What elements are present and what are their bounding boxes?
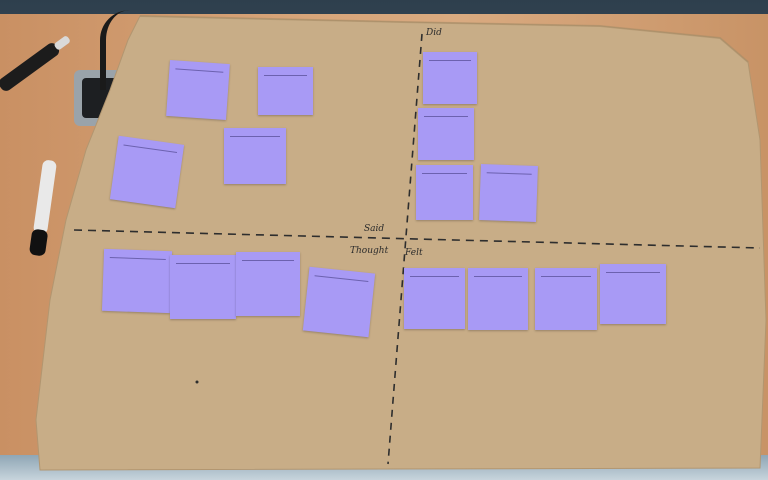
sticky-note [302,266,376,338]
sticky-note [468,268,528,330]
paper-shape [35,15,767,471]
paper-fold-shadow [139,15,749,63]
pen-dot [195,380,199,384]
sticky-note [404,268,465,329]
axis-label-felt: Felt [405,248,423,258]
sticky-note [236,252,300,316]
cable [100,10,136,90]
sticky-note [600,264,666,324]
sticky-note [224,128,286,184]
sticky-note [109,135,185,209]
sticky-note [101,248,173,314]
axis-label-did: Did [426,28,442,38]
vertical-axis-line [387,33,423,465]
axis-label-said: Said [364,224,385,234]
sticky-note [416,165,473,220]
sticky-note [418,108,474,160]
sticky-note [535,268,597,330]
sticky-note [258,67,313,115]
sticky-note [479,164,538,222]
sticky-note [170,255,236,319]
horizontal-axis-line [73,229,761,249]
sticky-note [423,52,477,104]
axis-label-thought: Thought [350,246,389,256]
sticky-note [166,59,230,121]
